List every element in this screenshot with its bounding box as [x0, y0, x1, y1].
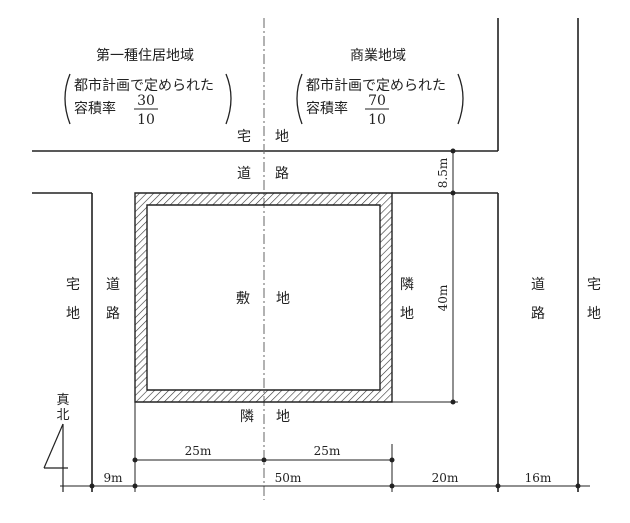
label-top-chi: 地 — [275, 129, 289, 145]
dot — [132, 483, 138, 489]
label-top-taku: 宅 — [237, 129, 251, 145]
dim-site-width: 50m — [275, 471, 302, 485]
label-south-rin: 隣 — [240, 409, 254, 425]
label-east-chi: 地 — [400, 306, 414, 322]
dot — [389, 457, 395, 463]
dim-neighbor-width: 20m — [432, 471, 459, 485]
dim-road-right-width: 16m — [525, 471, 552, 485]
north-kita-label: 北 — [56, 408, 69, 423]
dot — [575, 483, 581, 489]
dimension-labels: 8.5m 40m 25m 25m 9m 50m 20m 16m — [103, 157, 551, 485]
zone-right-paren-close — [457, 73, 464, 125]
dot — [132, 457, 138, 463]
label-left-road-ro: 路 — [106, 306, 120, 322]
zone-left-ratio-den: 10 — [137, 112, 155, 128]
zone-right-annotation: 商業地域 都市計画で定められた 容積率 70 10 — [296, 48, 464, 128]
dot — [261, 457, 267, 463]
zone-left-paren-close — [225, 73, 232, 125]
label-right-road-ro: 路 — [531, 306, 545, 322]
label-south-chi: 地 — [276, 409, 290, 425]
label-site-shiki: 敷 — [236, 291, 250, 307]
label-left-taku-chi: 地 — [66, 306, 80, 322]
label-site-chi: 地 — [276, 291, 290, 307]
label-right-taku: 宅 — [587, 277, 601, 293]
dim-top-road-width: 8.5m — [436, 157, 450, 188]
dimension-lines — [60, 151, 590, 492]
dot — [495, 483, 501, 489]
dim-half-right: 25m — [314, 444, 341, 458]
label-right-road-do: 道 — [531, 277, 545, 293]
dot — [389, 483, 395, 489]
dot — [450, 190, 456, 196]
boundary-lines — [32, 18, 579, 492]
zone-left-paren-open — [64, 73, 71, 125]
zone-left-annotation: 第一種住居地域 都市計画で定められた 容積率 30 10 — [64, 47, 232, 128]
label-left-taku: 宅 — [66, 277, 80, 293]
label-right-taku-chi: 地 — [587, 306, 601, 322]
zone-right-ratio-label: 容積率 — [306, 100, 348, 117]
zone-left-name: 第一種住居地域 — [96, 47, 194, 64]
zone-left-ratio-label: 容積率 — [74, 100, 116, 117]
north-arrow-icon — [43, 423, 68, 492]
zone-right-line1: 都市計画で定められた — [306, 77, 446, 94]
zone-left-ratio-num: 30 — [137, 93, 155, 109]
label-road-do: 道 — [237, 166, 251, 182]
dot — [450, 399, 456, 405]
area-labels: 宅 地 道 路 宅 地 道 路 敷 地 隣 地 隣 地 道 路 宅 地 — [66, 129, 601, 425]
zone-right-ratio-den: 10 — [368, 112, 386, 128]
dim-site-depth: 40m — [436, 284, 450, 311]
dim-road-left-width: 9m — [103, 471, 123, 485]
dim-half-left: 25m — [185, 444, 212, 458]
zone-right-paren-open — [296, 73, 303, 125]
zone-left-line1: 都市計画で定められた — [74, 77, 214, 94]
north-shin-label: 真 — [56, 393, 69, 408]
dot — [89, 483, 95, 489]
zone-right-name: 商業地域 — [350, 48, 406, 64]
label-road-ro: 路 — [275, 166, 289, 182]
zone-right-ratio-num: 70 — [368, 93, 386, 109]
dimension-dots — [89, 148, 581, 489]
label-east-rin: 隣 — [400, 277, 414, 293]
north-indicator: 真 北 — [43, 393, 70, 492]
dot — [450, 148, 456, 154]
label-left-road-do: 道 — [106, 277, 120, 293]
